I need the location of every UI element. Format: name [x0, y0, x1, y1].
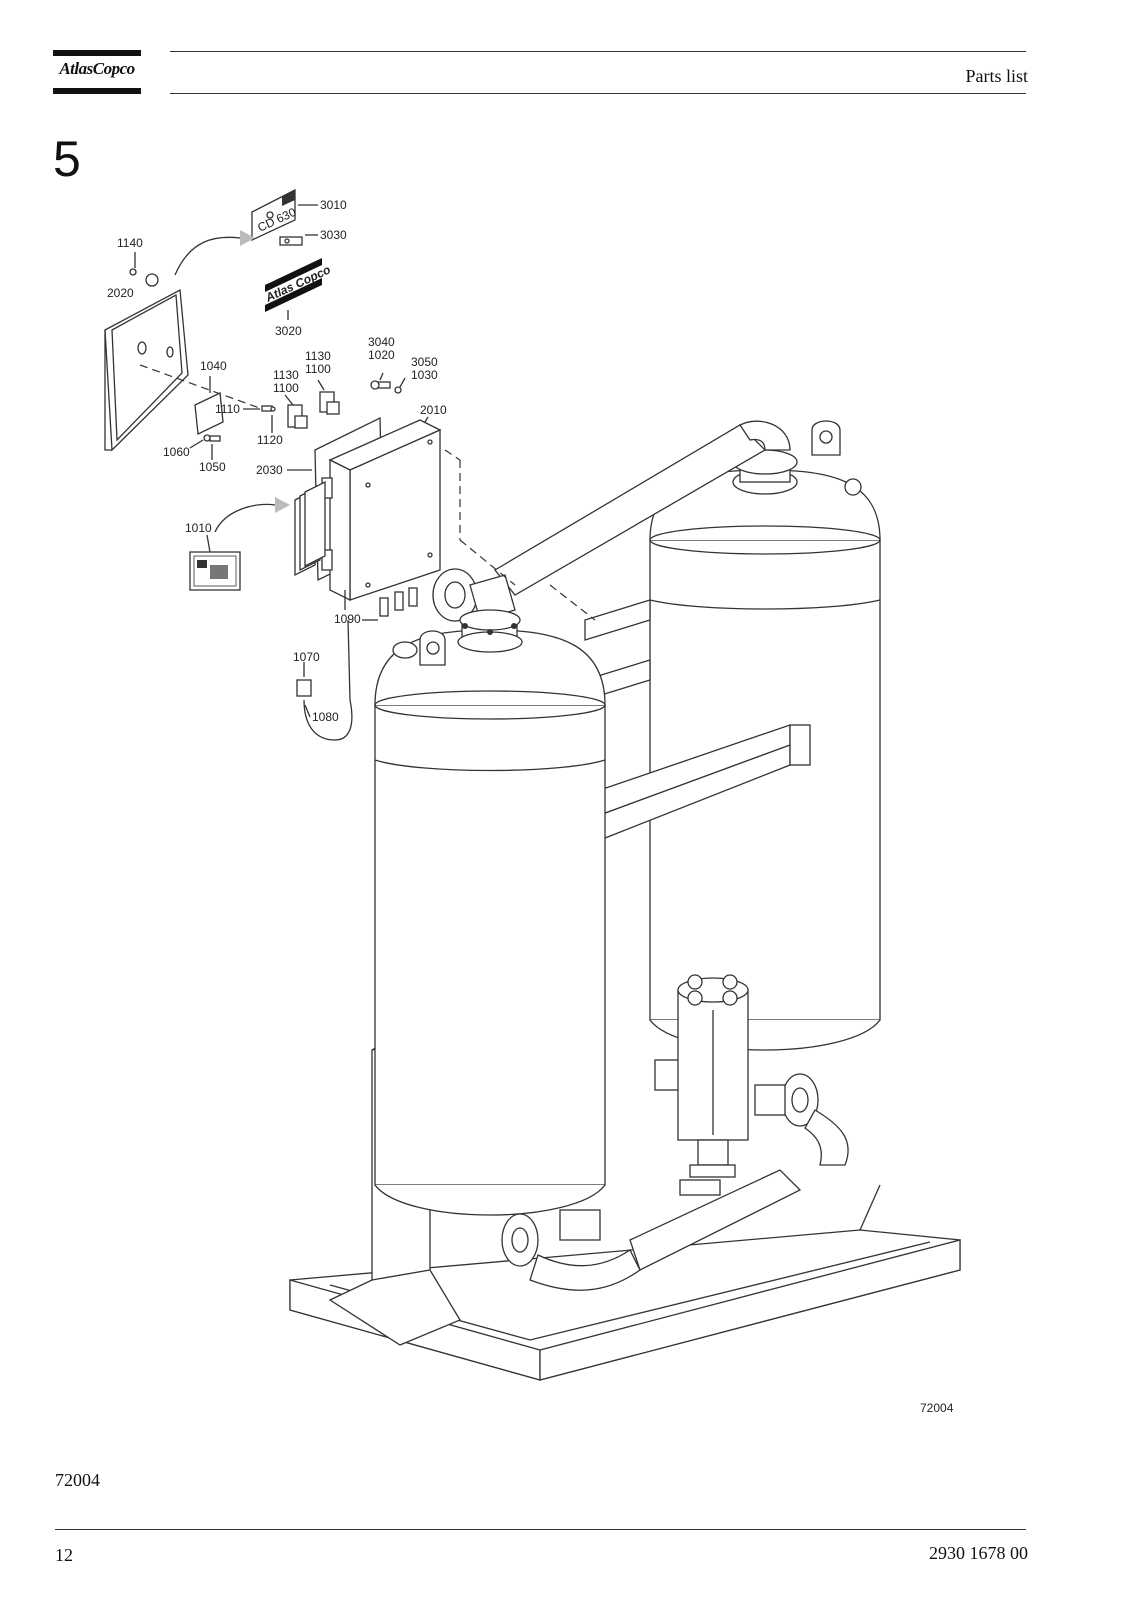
section-number: 5: [53, 131, 81, 187]
callout-1030: 1030: [411, 368, 438, 382]
callout-2030: 2030: [256, 463, 283, 477]
bottom-valves: [501, 1059, 849, 1291]
small-label-3030: [279, 236, 303, 246]
screw-1140: [129, 268, 159, 287]
bolts-3040-3050: [370, 380, 402, 394]
callout-1020: 1020: [368, 348, 395, 362]
footer-rule: [55, 1529, 1026, 1530]
arrow-lower-head: [275, 497, 290, 513]
fitting-1110-1120: [261, 405, 276, 412]
silencer: [677, 974, 749, 1178]
header-rule-top: [170, 51, 1026, 52]
control-box-2010: [314, 416, 596, 621]
callout-3020: 3020: [275, 324, 302, 338]
logo-wordmark: AtlasCopco: [59, 59, 135, 78]
callout-1040: 1040: [200, 359, 227, 373]
door-panel-2020: [104, 288, 266, 452]
arrow-upper-head: [240, 230, 255, 246]
bolt-1060-1050: [203, 434, 221, 442]
label-plate-3010: CD 630: [251, 188, 298, 242]
logo-bar-bottom: [53, 88, 141, 94]
atlas-copco-logo: AtlasCopco: [53, 50, 141, 94]
callout-1120: 1120: [257, 433, 283, 447]
callout-1110: 1110: [215, 402, 240, 416]
top-pipe: [432, 420, 791, 622]
header-title: Parts list: [965, 66, 1028, 86]
callout-leaders: [134, 204, 429, 718]
pcb-stack: [294, 480, 326, 577]
header-rule-bottom: [170, 93, 1026, 94]
cover-1040: [194, 392, 224, 435]
callout-1090: 1090: [334, 612, 361, 626]
callout-3010: 3010: [320, 198, 347, 212]
callout-1080: 1080: [312, 710, 339, 724]
callout-1140: 1140: [117, 236, 143, 250]
wiring-label-1010: [189, 551, 241, 591]
callout-1100-lower: 1100: [273, 381, 299, 395]
callout-3050: 3050: [411, 355, 438, 369]
callout-2010: 2010: [420, 403, 447, 417]
callout-3040: 3040: [368, 335, 395, 349]
callout-1070: 1070: [293, 650, 320, 664]
arrow-lower: [214, 503, 276, 533]
callout-3030: 3030: [320, 228, 347, 242]
left-tank: [374, 609, 606, 1216]
callout-1050: 1050: [199, 460, 226, 474]
glands-1090: [344, 587, 418, 617]
callout-labels: 3010 3030 1140 2020 3020 3040 1020 3050 …: [107, 198, 447, 724]
callout-1100-upper: 1100: [305, 362, 331, 376]
callout-1060: 1060: [163, 445, 190, 459]
drawing-ref-in-figure: 72004: [920, 1401, 954, 1415]
callout-1130-lower: 1130: [273, 368, 299, 382]
page-number: 12: [55, 1545, 73, 1565]
sensor-1070-1080: [296, 619, 353, 741]
callout-1130-upper: 1130: [305, 349, 331, 363]
parts-drawing: CD 630 Atlas Copco: [104, 188, 961, 1415]
solenoid-valves: [287, 391, 340, 429]
logo-bar-top: [53, 50, 141, 56]
arrow-upper: [174, 236, 241, 276]
document-number: 2930 1678 00: [929, 1543, 1028, 1563]
decal-3020: Atlas Copco: [262, 258, 333, 312]
callout-2020: 2020: [107, 286, 134, 300]
callout-1010: 1010: [185, 521, 212, 535]
figure-reference: 72004: [55, 1470, 100, 1490]
